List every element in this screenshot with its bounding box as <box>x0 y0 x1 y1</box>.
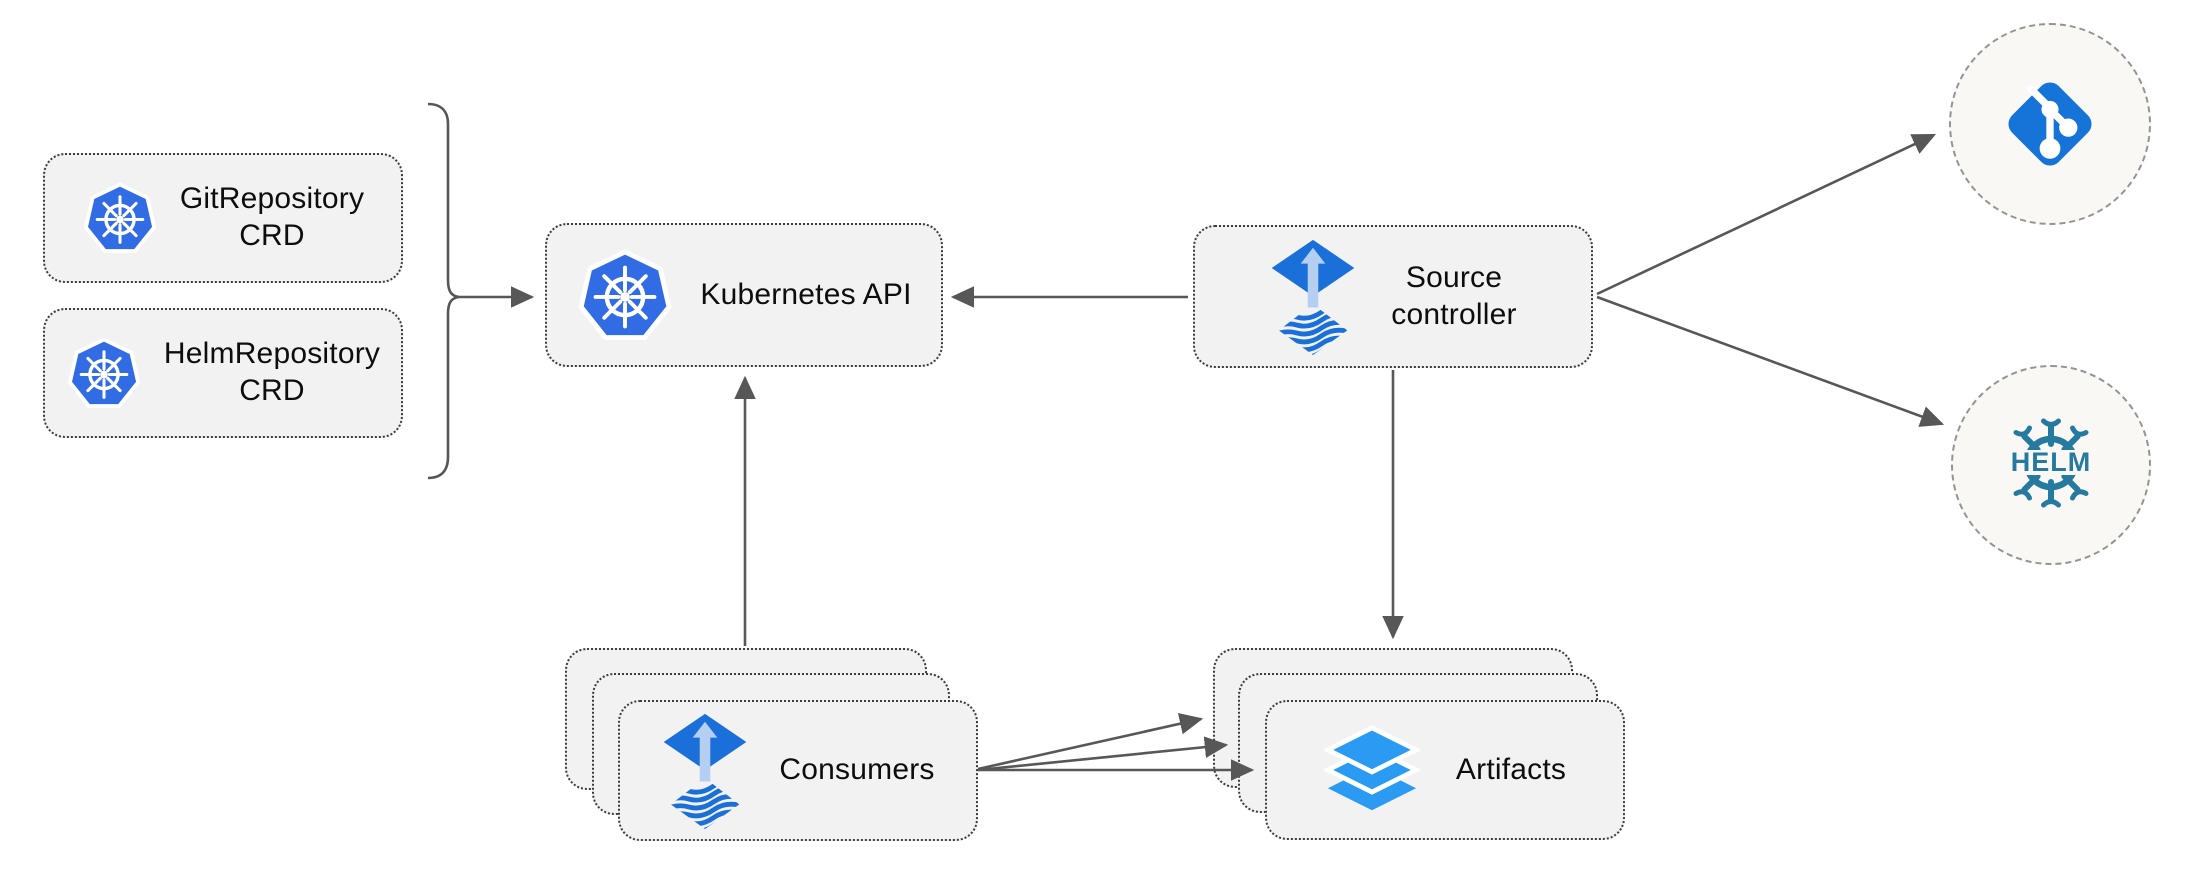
kubernetes-icon <box>66 335 142 411</box>
helm-logo-text: HELM <box>2011 447 2092 477</box>
node-git-repository-crd: GitRepository CRD <box>43 153 403 283</box>
flux-icon <box>1269 239 1357 355</box>
flux-icon <box>661 713 749 829</box>
node-label: GitRepository CRD <box>179 182 365 252</box>
git-icon <box>1989 63 2111 185</box>
kubernetes-icon <box>576 246 674 344</box>
kubernetes-icon <box>82 180 158 256</box>
layers-icon <box>1323 724 1420 816</box>
node-label: Consumers <box>779 753 935 787</box>
helm-icon: HELM <box>2001 415 2101 515</box>
node-kubernetes-api: Kubernetes API <box>545 223 943 367</box>
node-label: HelmRepository CRD <box>163 337 381 407</box>
edge-consumers-to-artifacts-middle <box>977 736 1229 772</box>
node-git-endpoint <box>1949 23 2151 225</box>
edge-consumers-to-artifacts-back <box>977 713 1204 771</box>
crd-group-bracket <box>427 102 460 480</box>
node-label: Artifacts <box>1455 752 1567 786</box>
node-source-controller: Source controller <box>1193 225 1593 368</box>
node-label: Source controller <box>1391 260 1517 331</box>
node-artifacts: Artifacts <box>1265 700 1625 840</box>
node-helm-repository-crd: HelmRepository CRD <box>43 308 403 438</box>
node-label: Kubernetes API <box>700 277 912 311</box>
edge-source-to-helm <box>1596 295 1945 427</box>
node-helm-endpoint: HELM <box>1951 365 2151 565</box>
edge-source-to-git <box>1596 133 1937 296</box>
node-consumers: Consumers <box>618 700 978 841</box>
